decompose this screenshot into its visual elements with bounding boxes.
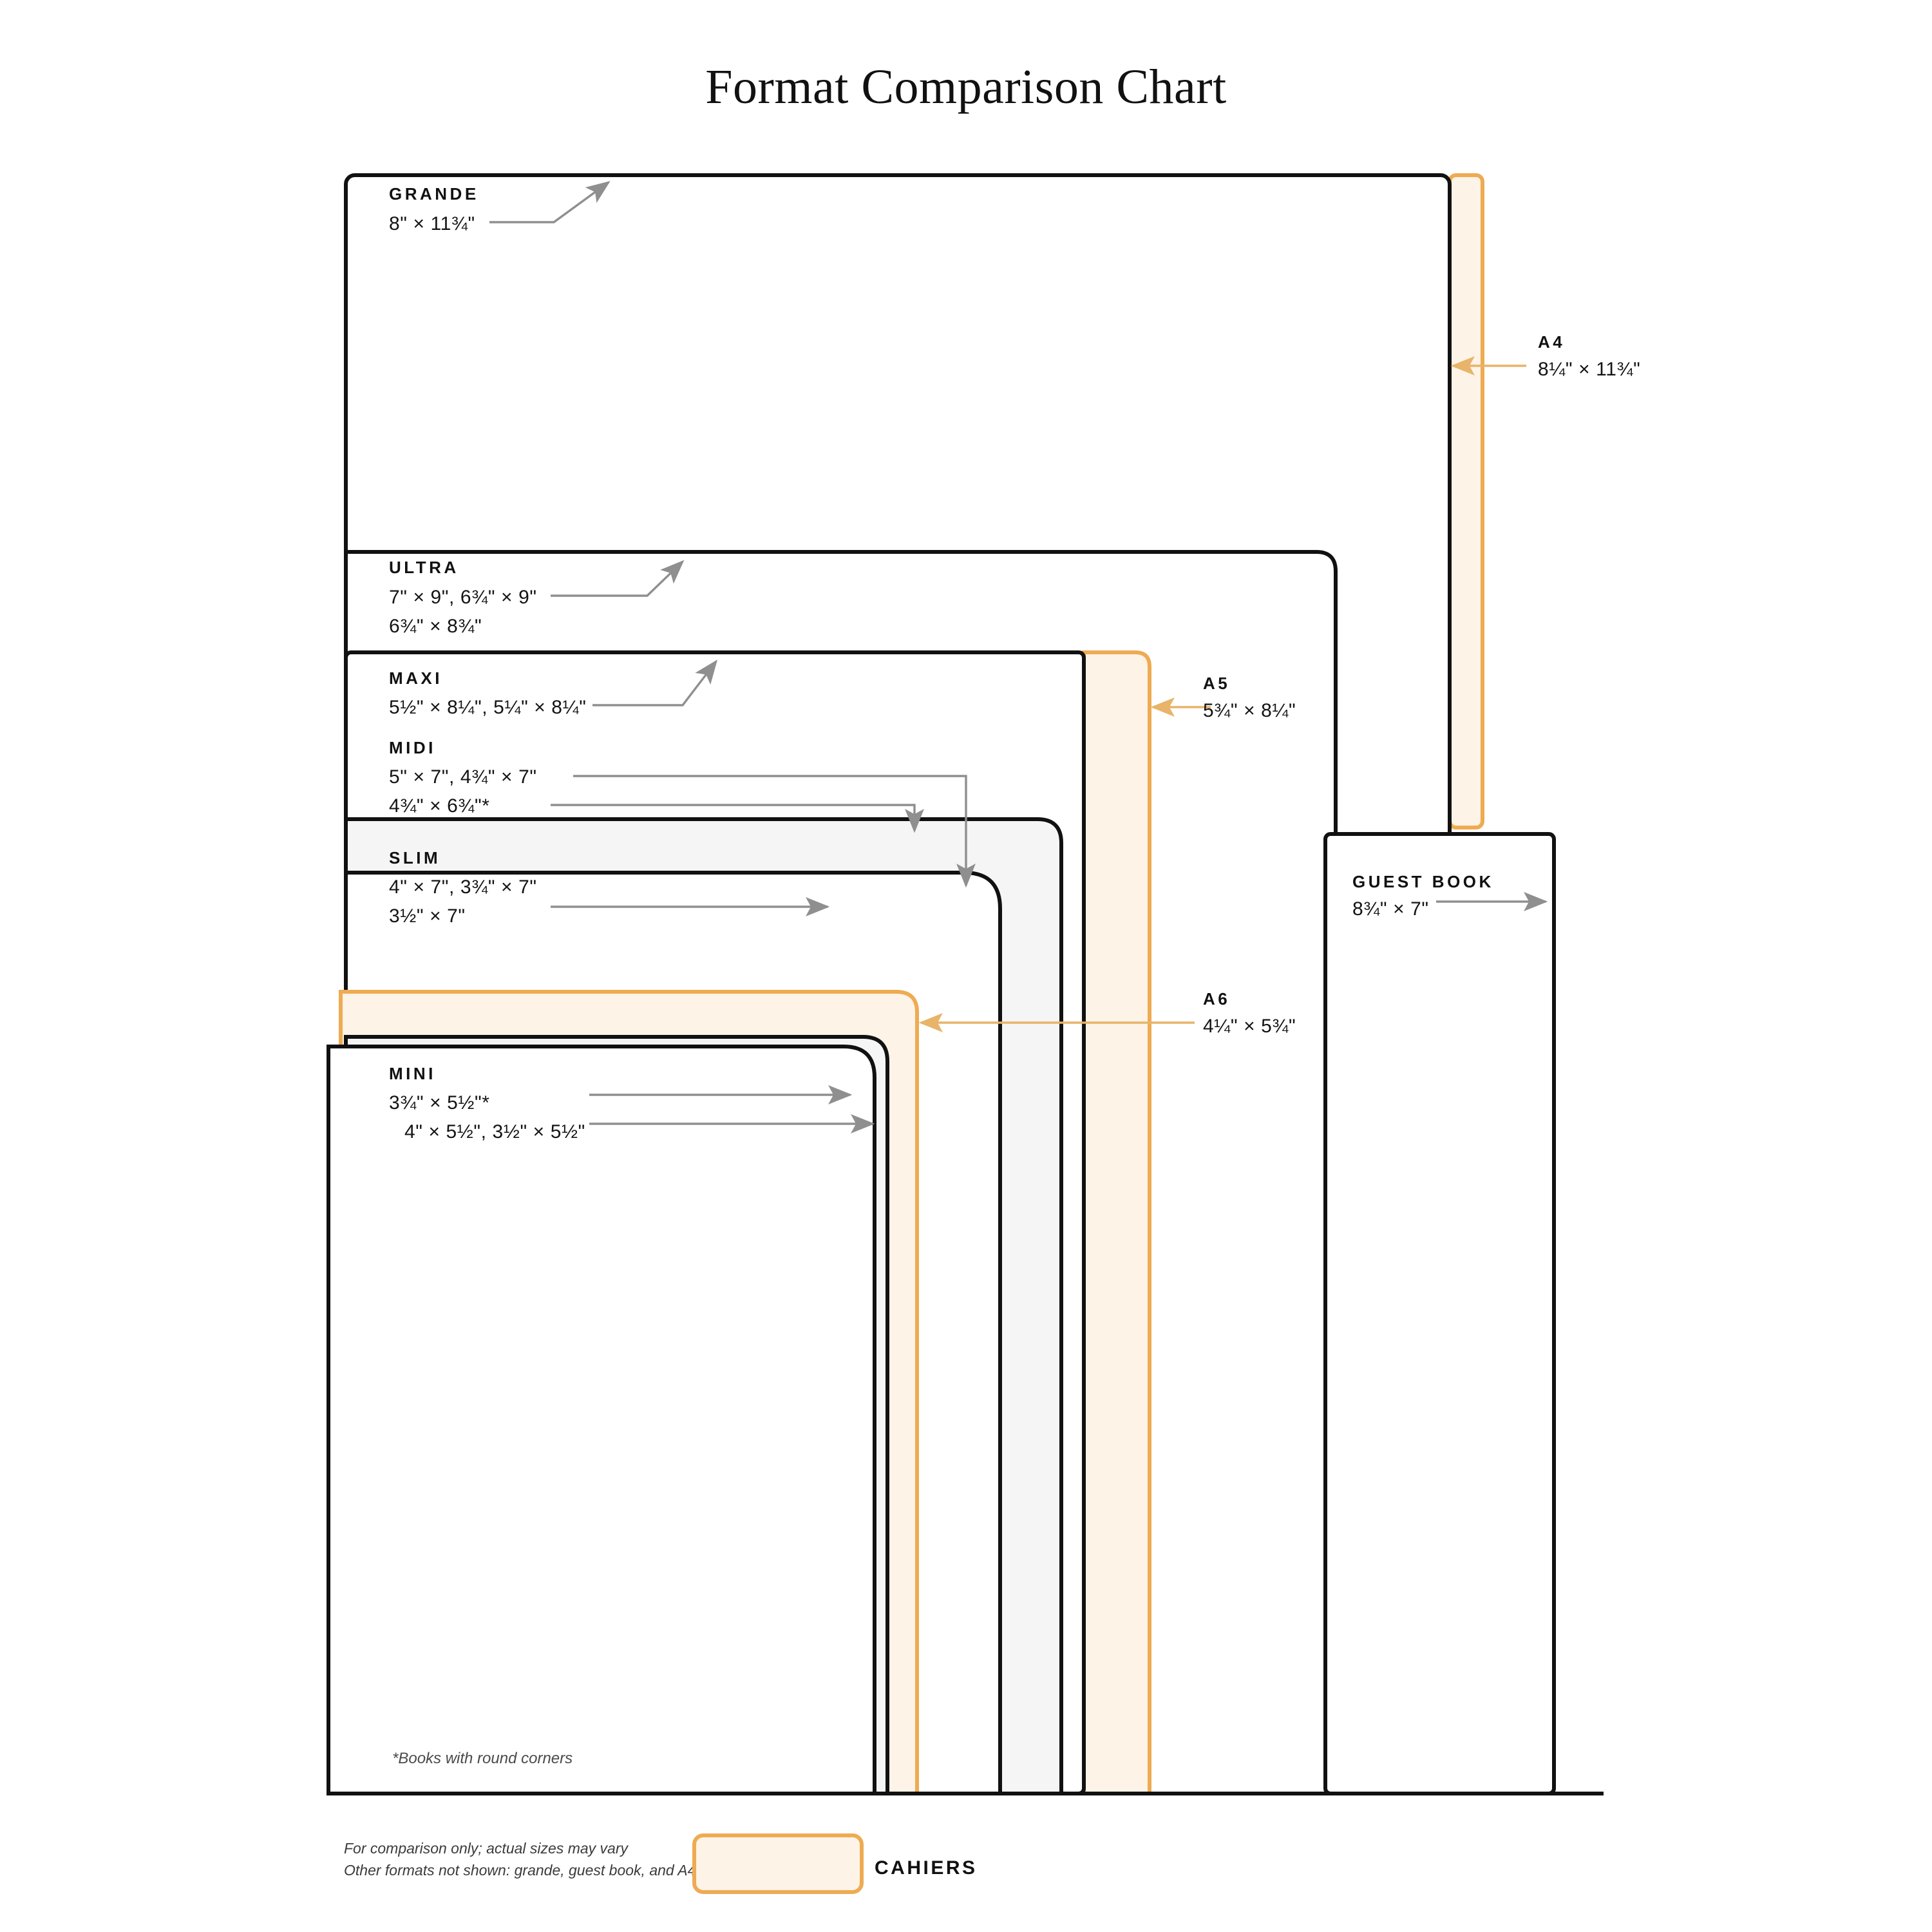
legend-note-line1: For comparison only; actual sizes may va… xyxy=(344,1840,629,1857)
label-slim-dim1: 4" × 7", 3¾" × 7" xyxy=(389,876,537,898)
label-ultra-dim1: 7" × 9", 6¾" × 9" xyxy=(389,587,537,608)
format-label-midi: MIDI 5" × 7", 4¾" × 7" 4¾" × 6¾"* xyxy=(389,738,537,817)
label-midi-dim2: 4¾" × 6¾"* xyxy=(389,795,490,817)
legend-swatch-label: CAHIERS xyxy=(875,1857,978,1879)
format-label-slim: SLIM 4" × 7", 3¾" × 7" 3½" × 7" xyxy=(389,848,537,927)
label-ultra-dim2: 6¾" × 8¾" xyxy=(389,616,482,637)
label-maxi-dim1: 5½" × 8¼", 5¼" × 8¼" xyxy=(389,697,586,718)
format-shape-a5[interactable] xyxy=(1082,650,1151,1795)
label-a4-name: A4 xyxy=(1538,332,1565,352)
format-label-mini: MINI 3¾" × 5½"* 4" × 5½", 3½" × 5½" xyxy=(389,1064,585,1142)
format-shape-mini[interactable] xyxy=(327,1035,889,1795)
leader-grande xyxy=(489,180,611,223)
label-mini-dim1: 3¾" × 5½"* xyxy=(389,1092,490,1113)
label-a5-dim1: 5¾" × 8¼" xyxy=(1203,700,1296,721)
label-grande-name: GRANDE xyxy=(389,184,479,204)
format-shape-a4[interactable] xyxy=(1448,173,1484,829)
label-mini-dim2: 4" × 5½", 3½" × 5½" xyxy=(404,1121,585,1142)
leader-maxi xyxy=(592,659,718,706)
label-maxi-name: MAXI xyxy=(389,668,442,688)
label-a6-dim1: 4¼" × 5¾" xyxy=(1203,1016,1296,1037)
label-guest-book-dim1: 8¾" × 7" xyxy=(1352,898,1429,920)
legend-note-line2: Other formats not shown: grande, guest b… xyxy=(344,1862,696,1879)
label-guest-book-name: GUEST BOOK xyxy=(1352,872,1494,891)
label-a5-name: A5 xyxy=(1203,674,1230,693)
label-a6-name: A6 xyxy=(1203,989,1230,1009)
leader-midi-2 xyxy=(551,804,924,833)
page-title: Format Comparison Chart xyxy=(705,60,1227,114)
legend-cahier-swatch xyxy=(692,1833,864,1894)
format-label-maxi: MAXI 5½" × 8¼", 5¼" × 8¼" xyxy=(389,668,586,718)
format-label-a4: A4 8¼" × 11¾" xyxy=(1538,332,1640,380)
format-label-ultra: ULTRA 7" × 9", 6¾" × 9" 6¾" × 8¾" xyxy=(389,558,537,637)
format-shape-guest-book[interactable] xyxy=(1323,832,1556,1795)
leader-ultra xyxy=(551,560,685,597)
format-label-grande: GRANDE 8" × 11¾" xyxy=(389,184,479,234)
format-label-guest-book: GUEST BOOK 8¾" × 7" xyxy=(1352,872,1494,920)
leader-midi-1 xyxy=(573,775,976,888)
legend: For comparison only; actual sizes may va… xyxy=(344,1833,978,1894)
label-slim-dim2: 3½" × 7" xyxy=(389,905,466,927)
label-ultra-name: ULTRA xyxy=(389,558,459,577)
label-a4-dim1: 8¼" × 11¾" xyxy=(1538,359,1640,380)
label-grande-dim1: 8" × 11¾" xyxy=(389,213,475,234)
label-slim-name: SLIM xyxy=(389,848,440,867)
label-mini-name: MINI xyxy=(389,1064,436,1083)
format-label-a5: A5 5¾" × 8¼" xyxy=(1203,674,1296,721)
label-midi-dim1: 5" × 7", 4¾" × 7" xyxy=(389,766,537,788)
footnote-round-corners: *Books with round corners xyxy=(392,1750,573,1767)
format-label-a6: A6 4¼" × 5¾" xyxy=(1203,989,1296,1037)
label-midi-name: MIDI xyxy=(389,738,436,757)
